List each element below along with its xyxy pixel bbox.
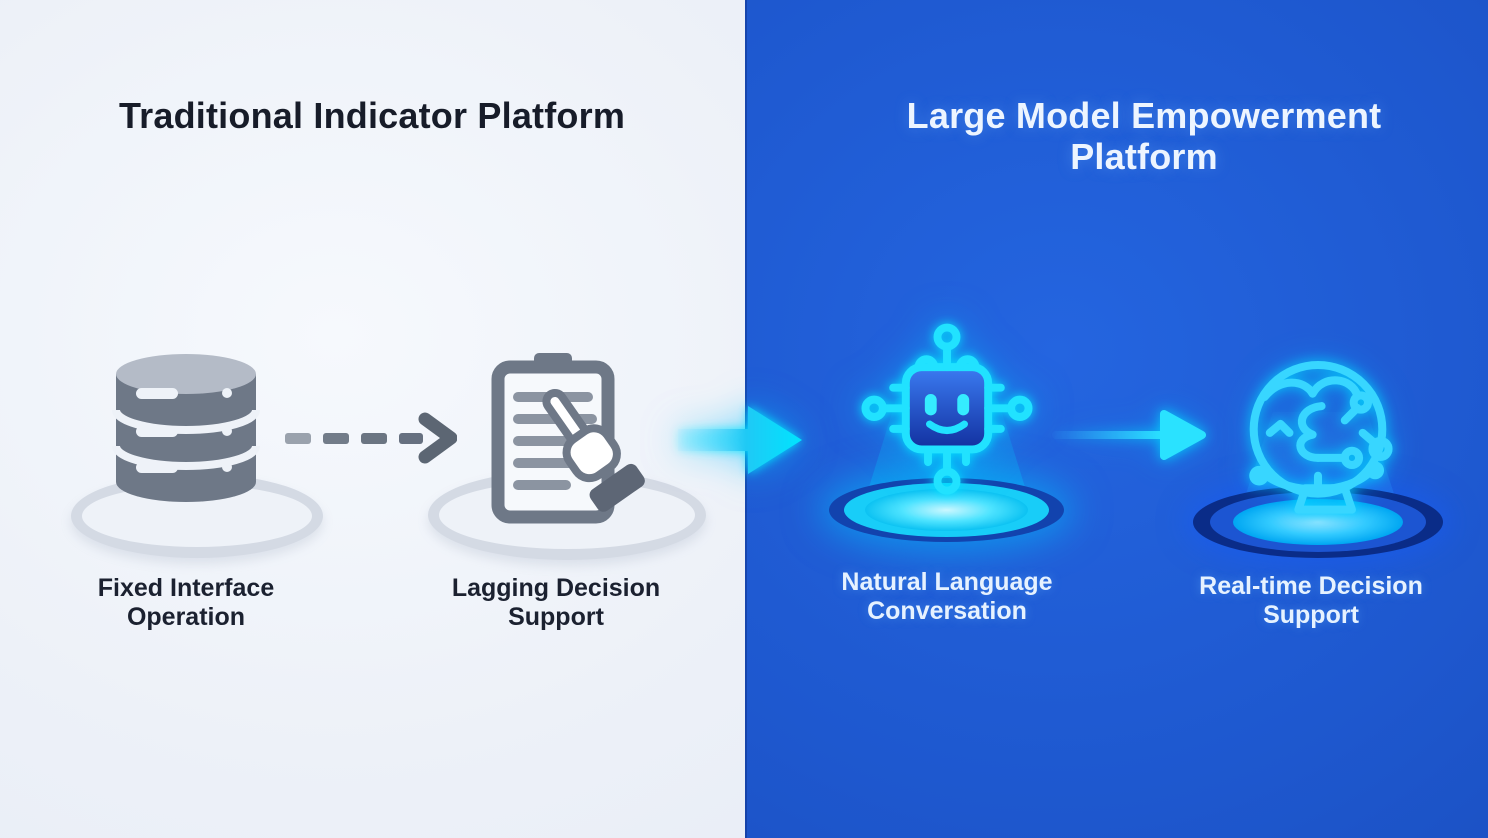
clipboard-hand-icon: [491, 353, 645, 524]
dashed-arrow-icon: [285, 412, 457, 464]
flow-arrow-icon: [1052, 410, 1206, 460]
database-icon: [112, 354, 260, 502]
caption-natural-language: Natural Language Conversation: [841, 568, 1053, 625]
ai-brain-globe-icon: [1249, 360, 1393, 514]
caption-realtime-decision: Real-time Decision Support: [1199, 572, 1423, 629]
ai-chip-robot-icon: [861, 323, 1033, 495]
caption-fixed-interface: Fixed Interface Operation: [97, 574, 275, 631]
transition-arrow-icon: [678, 406, 802, 474]
right-panel-title: Large Model Empowerment Platform: [906, 95, 1382, 177]
left-panel-title: Traditional Indicator Platform: [118, 95, 626, 136]
robot-pedestal-core: [865, 489, 1028, 531]
caption-lagging-decision: Lagging Decision Support: [451, 574, 661, 631]
